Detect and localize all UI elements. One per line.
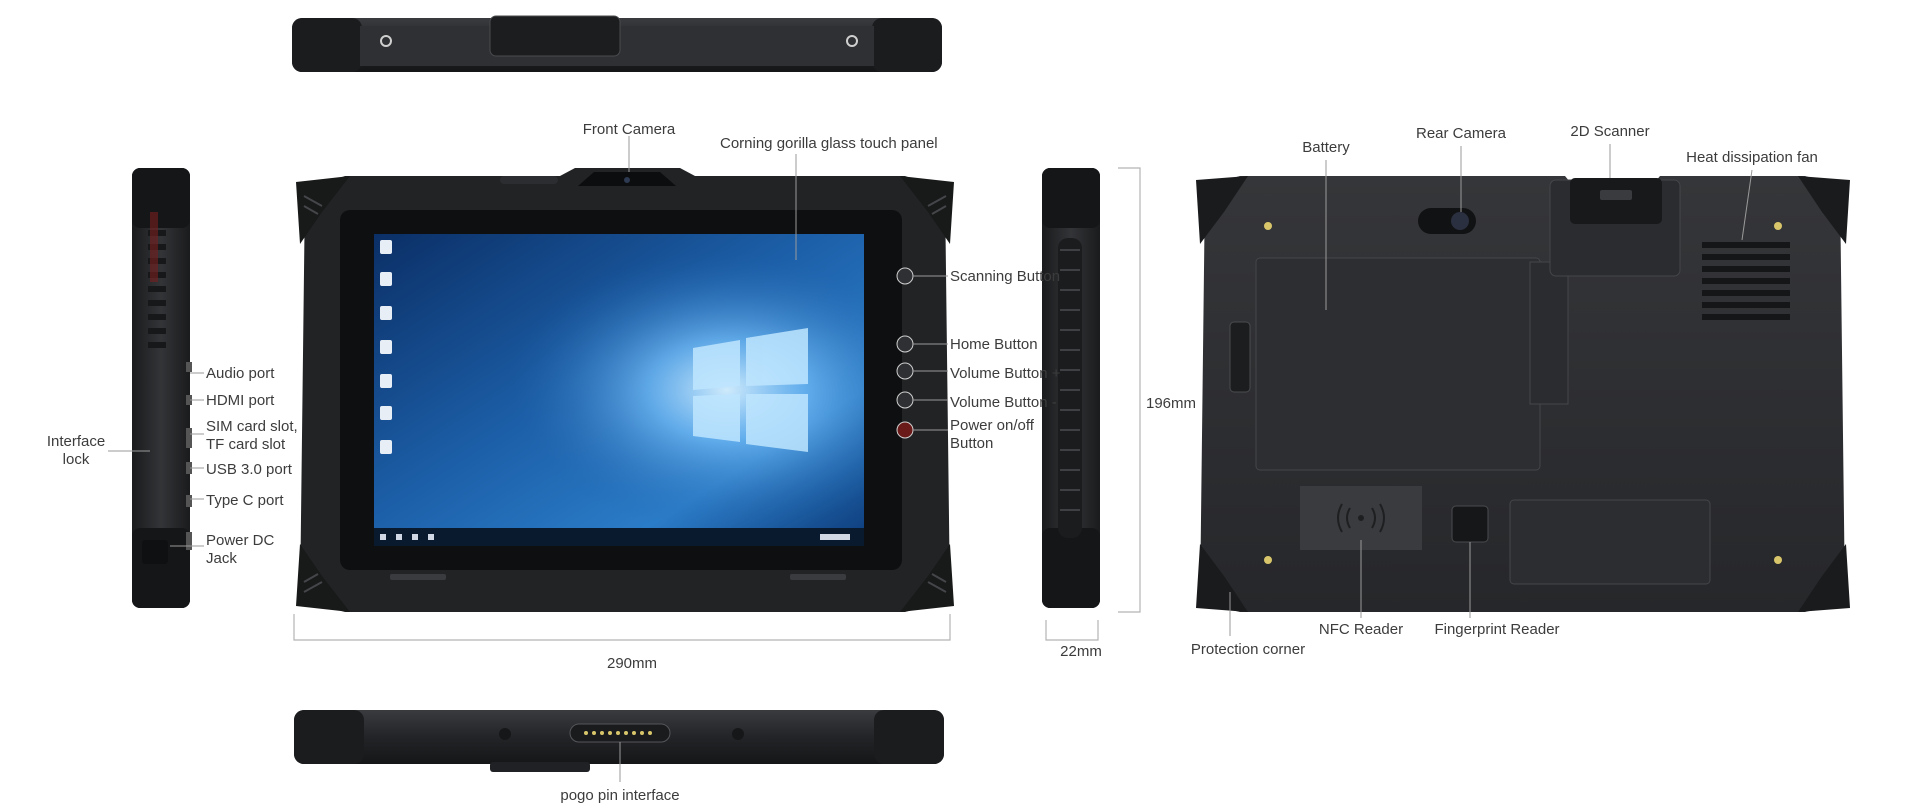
- dimension-width: 290mm: [607, 655, 657, 672]
- label-glass-panel: Corning gorilla glass touch panel: [720, 135, 938, 152]
- back-screws: [1264, 222, 1782, 564]
- dimension-height: 196mm: [1146, 395, 1196, 412]
- label-nfc-reader: NFC Reader: [1319, 621, 1403, 638]
- label-interface-lock-line1: Interface: [47, 433, 105, 450]
- windows-logo: [693, 328, 808, 452]
- label-scanning-button: Scanning Button: [950, 268, 1060, 285]
- label-power-button-line2: Button: [950, 435, 993, 452]
- labels: Front Camera Corning gorilla glass touch…: [47, 121, 1818, 804]
- label-usb-port: USB 3.0 port: [206, 461, 293, 478]
- speaker-grills: [390, 574, 846, 580]
- label-typec-port: Type C port: [206, 492, 284, 509]
- right-grip-ridges: [1060, 249, 1080, 511]
- label-power-dc-line2: Jack: [206, 550, 237, 567]
- pogo-pins: [584, 731, 652, 735]
- dimension-depth: 22mm: [1060, 643, 1102, 660]
- label-pogo-pin: pogo pin interface: [560, 787, 679, 804]
- label-volume-plus: Volume Button +: [950, 365, 1061, 382]
- fan-vents: [1702, 242, 1790, 320]
- desktop-icons: [380, 240, 392, 454]
- leader-lines: [108, 136, 1753, 636]
- label-power-button-line1: Power on/off: [950, 417, 1035, 434]
- label-volume-minus: Volume Button -: [950, 394, 1057, 411]
- label-heat-fan: Heat dissipation fan: [1686, 149, 1818, 166]
- back-view: [1196, 176, 1850, 612]
- taskbar-icons: [380, 534, 850, 540]
- label-2d-scanner: 2D Scanner: [1570, 123, 1649, 140]
- label-sim-slot-line2: TF card slot: [206, 436, 286, 453]
- top-edge-view: [292, 15, 942, 72]
- label-interface-lock-line2: lock: [63, 451, 90, 468]
- label-rear-camera: Rear Camera: [1416, 125, 1507, 142]
- label-fingerprint-reader: Fingerprint Reader: [1434, 621, 1559, 638]
- front-view: [296, 168, 954, 612]
- label-home-button: Home Button: [950, 336, 1038, 353]
- label-power-dc-line1: Power DC: [206, 532, 275, 549]
- label-audio-port: Audio port: [206, 365, 275, 382]
- label-sim-slot-line1: SIM card slot,: [206, 418, 298, 435]
- bottom-edge-view: [294, 710, 944, 782]
- nfc-symbol: [1337, 503, 1385, 533]
- label-battery: Battery: [1302, 139, 1350, 156]
- label-protection-corner: Protection corner: [1191, 641, 1305, 658]
- left-side-view: [132, 168, 192, 608]
- right-side-view: [1042, 168, 1100, 608]
- bumper-ridges: [303, 195, 947, 593]
- label-front-camera: Front Camera: [583, 121, 676, 138]
- label-hdmi-port: HDMI port: [206, 392, 275, 409]
- dimension-lines: [293, 167, 1141, 641]
